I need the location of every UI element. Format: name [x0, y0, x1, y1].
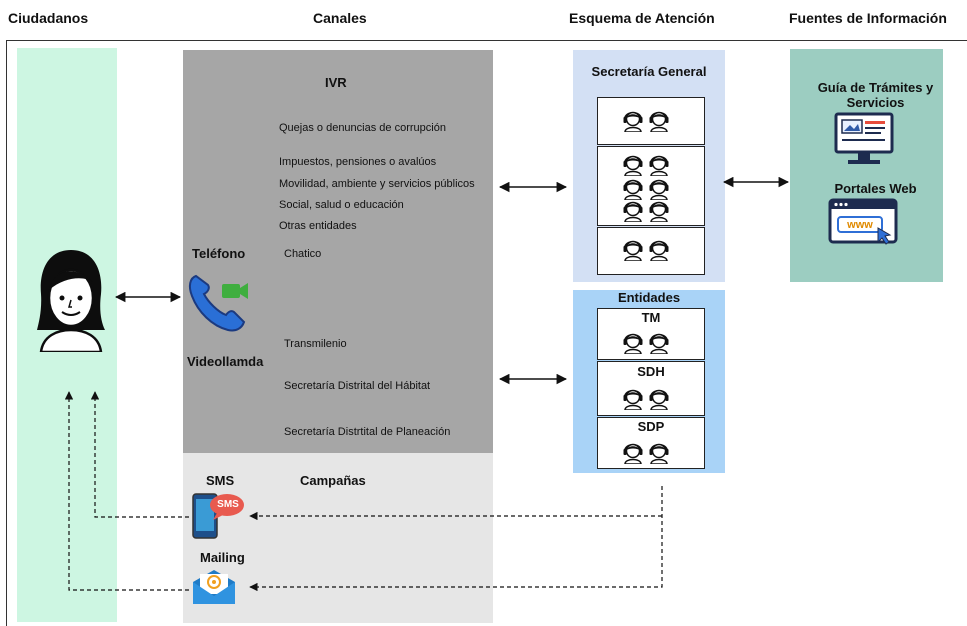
secretaria-general-title: Secretaría General — [591, 64, 707, 79]
ivr-entity: Secretaría Distrital del Hábitat — [284, 380, 431, 392]
sms-phone-icon — [192, 493, 244, 539]
entity-sdp-label: SDP — [637, 419, 665, 434]
guia-tramites-label: Guía de Trámites y Servicios — [817, 80, 934, 110]
telefono-label: Teléfono — [192, 246, 246, 261]
entity-sdh-label: SDH — [637, 364, 665, 379]
ivr-option: Impuestos, pensiones o avalúos — [279, 156, 437, 168]
ivr-option: Chatico — [284, 248, 322, 260]
campaign-mailing-arrow — [249, 486, 663, 592]
entity-sdh-box — [597, 361, 705, 416]
ivr-entity: Secretaría Distrtital de Planeación — [284, 426, 451, 438]
header-fuentes: Fuentes de Información — [789, 10, 947, 26]
ivr-option: Otras entidades — [279, 220, 357, 232]
top-divider — [6, 40, 967, 41]
entidades-title: Entidades — [617, 290, 681, 305]
phone-video-icon — [188, 274, 248, 332]
entity-sdp-box — [597, 417, 705, 469]
entity-tm-box — [597, 308, 705, 360]
citizen-avatar-icon — [37, 250, 105, 352]
campanas-label: Campañas — [300, 473, 366, 488]
sms-label: SMS — [206, 473, 235, 488]
left-divider — [6, 40, 7, 626]
header-canales: Canales — [313, 10, 367, 26]
mailing-envelope-icon — [193, 570, 235, 604]
header-ciudadanos: Ciudadanos — [8, 10, 89, 26]
sms-citizen-arrow — [90, 391, 189, 518]
ivr-entity: Transmilenio — [284, 338, 347, 350]
mailing-citizen-arrow — [64, 391, 189, 591]
header-esquema: Esquema de Atención — [569, 10, 715, 26]
portales-web-label: Portales Web — [834, 181, 917, 196]
ivr-option: Social, salud o educación — [279, 199, 404, 211]
canales-panel — [183, 50, 493, 453]
ivr-option: Quejas o denuncias de corrupción — [279, 122, 446, 134]
monitor-icon — [834, 112, 894, 164]
sms-badge: SMS — [217, 499, 239, 510]
mailing-label: Mailing — [200, 550, 245, 565]
ivr-option: Movilidad, ambiente y servicios públicos — [279, 178, 475, 190]
entity-tm-label: TM — [641, 310, 661, 325]
www-text: www — [847, 219, 873, 231]
videollamada-label: Videollamda — [187, 354, 264, 369]
ivr-title: IVR — [325, 75, 347, 90]
browser-www-icon — [828, 198, 898, 245]
